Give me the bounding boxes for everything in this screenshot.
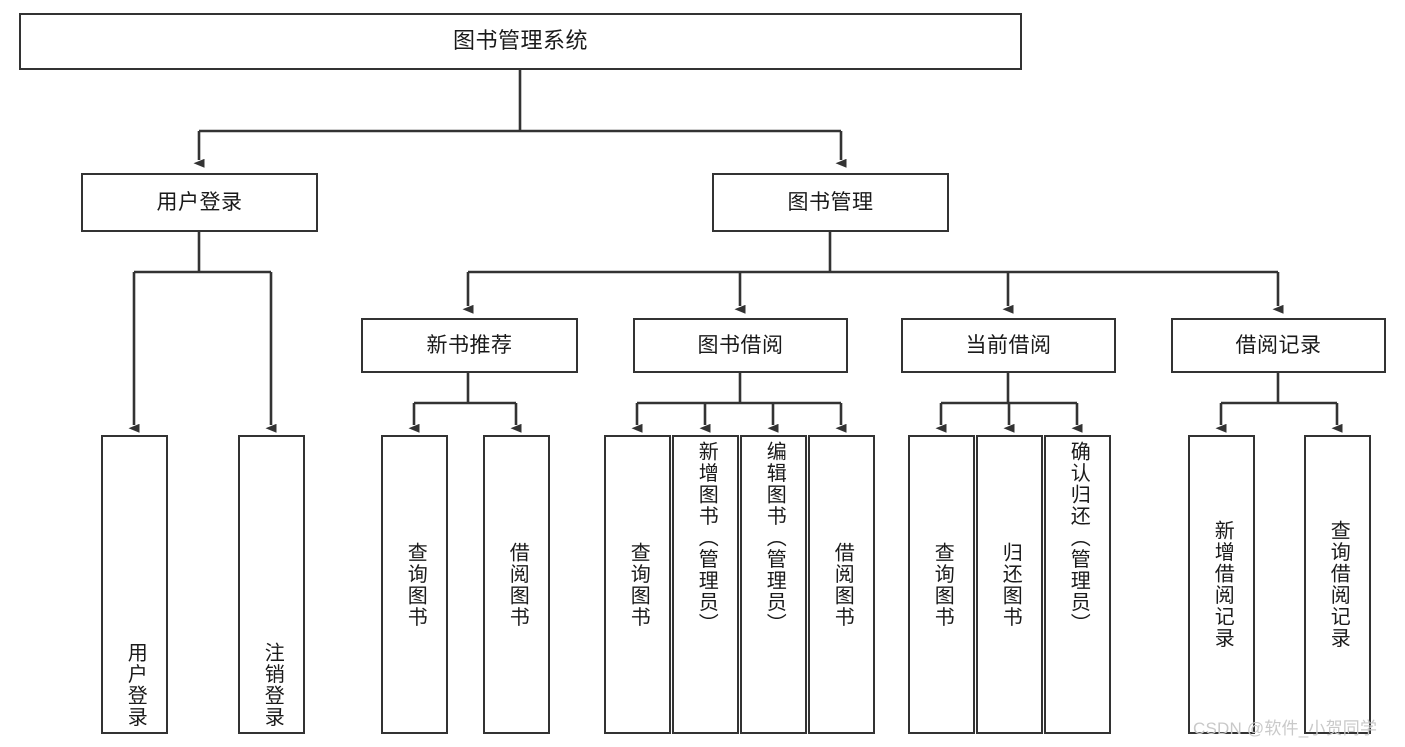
node-leaf-edit-book-admin[interactable]: 编辑图书（管理员） [740,435,807,734]
node-label: 图书管理系统 [452,28,588,54]
node-label: 归还图书 [999,541,1022,628]
node-label: 编辑图书（管理员） [763,441,786,635]
node-leaf-add-borrow-record[interactable]: 新增借阅记录 [1188,435,1255,734]
node-label: 注销登录 [261,642,284,728]
node-current-borrow[interactable]: 当前借阅 [901,318,1116,373]
node-label: 查询图书 [931,541,954,628]
node-leaf-query-borrow-record[interactable]: 查询借阅记录 [1304,435,1371,734]
node-leaf-add-book-admin[interactable]: 新增图书（管理员） [672,435,739,734]
node-label: 图书管理 [787,190,874,214]
node-new-book-recommend[interactable]: 新书推荐 [361,318,578,373]
node-label: 新增图书（管理员） [695,441,718,635]
node-label: 图书借阅 [697,333,784,357]
node-label: 新书推荐 [426,333,513,357]
node-label: 借阅图书 [831,541,854,628]
node-leaf-query-book-recommend[interactable]: 查询图书 [381,435,448,734]
csdn-watermark: CSDN @软件_小贺同学 [1193,719,1378,738]
node-leaf-borrow-book-recommend[interactable]: 借阅图书 [483,435,550,734]
node-label: 新增借阅记录 [1211,520,1234,649]
node-root-book-management-system[interactable]: 图书管理系统 [19,13,1022,70]
node-label: 用户登录 [156,190,243,214]
node-leaf-user-logout[interactable]: 注销登录 [238,435,305,734]
node-label: 查询图书 [404,541,427,628]
node-label: 用户登录 [124,642,147,728]
node-leaf-query-book-current[interactable]: 查询图书 [908,435,975,734]
node-leaf-query-book-borrow[interactable]: 查询图书 [604,435,671,734]
node-borrow-record[interactable]: 借阅记录 [1171,318,1386,373]
node-leaf-user-login[interactable]: 用户登录 [101,435,168,734]
node-leaf-borrow-book-borrow[interactable]: 借阅图书 [808,435,875,734]
node-book-borrow[interactable]: 图书借阅 [633,318,848,373]
node-leaf-confirm-return-admin[interactable]: 确认归还（管理员） [1044,435,1111,734]
node-book-management[interactable]: 图书管理 [712,173,949,232]
node-label: 确认归还（管理员） [1067,441,1090,635]
node-label: 当前借阅 [965,333,1052,357]
node-label: 借阅记录 [1235,333,1322,357]
node-leaf-return-book[interactable]: 归还图书 [976,435,1043,734]
node-label: 借阅图书 [506,541,529,628]
node-label: 查询借阅记录 [1327,520,1350,649]
node-user-login[interactable]: 用户登录 [81,173,318,232]
node-label: 查询图书 [627,541,650,628]
